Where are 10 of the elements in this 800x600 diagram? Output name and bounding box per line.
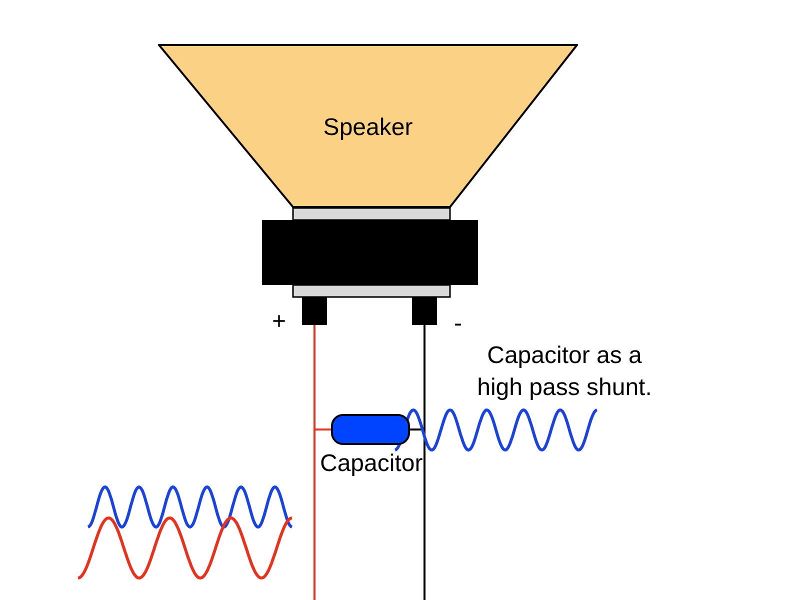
terminal-label: - xyxy=(454,312,462,336)
wire xyxy=(314,325,331,430)
speaker-cone xyxy=(158,44,578,208)
terminal xyxy=(302,297,327,325)
terminal xyxy=(412,297,437,325)
speaker-label: Speaker xyxy=(323,116,413,140)
capacitor-symbol xyxy=(331,414,410,445)
terminal-label: + xyxy=(272,310,286,334)
note-text: Capacitor as a high pass shunt. xyxy=(476,341,653,403)
component-label: Capacitor xyxy=(320,452,423,476)
